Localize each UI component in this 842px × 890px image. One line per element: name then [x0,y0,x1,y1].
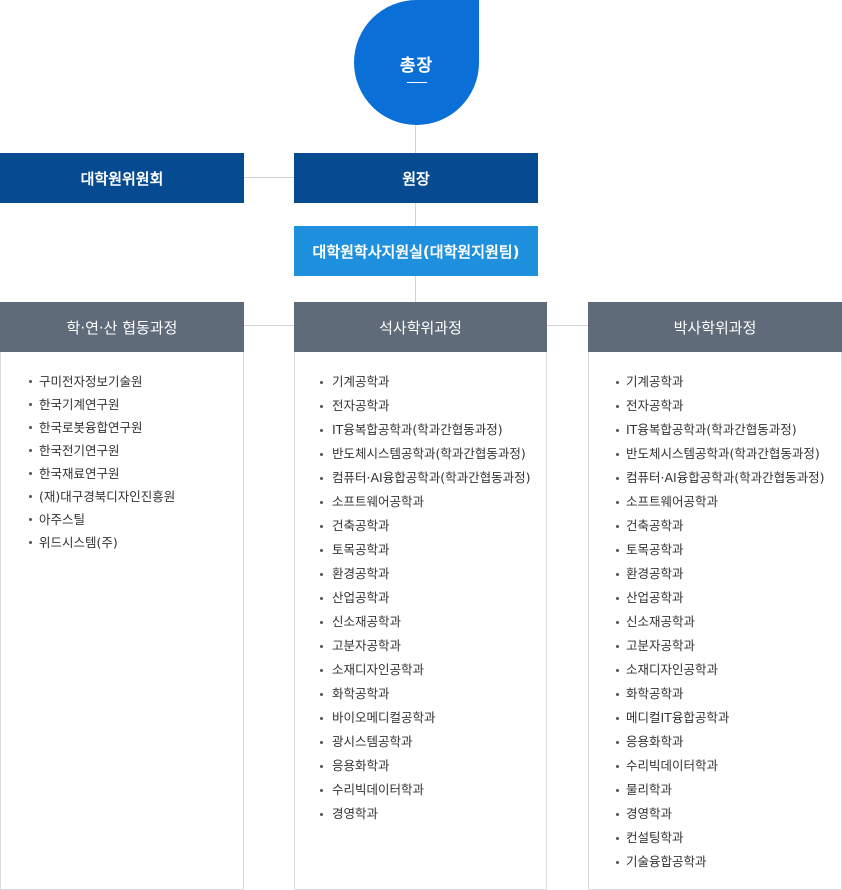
program-list-item[interactable]: 구미전자정보기술원 [1,370,243,393]
program-list-item[interactable]: 경영학과 [295,802,546,826]
program-list-item[interactable]: 컴퓨터·AI융합공학과(학과간협동과정) [589,466,841,490]
president-node[interactable]: 총장 [354,0,479,125]
program-list-item[interactable]: 고분자공학과 [295,634,546,658]
program-list-item[interactable]: IT융복합공학과(학과간협동과정) [589,418,841,442]
program-list-item[interactable]: 화학공학과 [295,682,546,706]
program-list-item[interactable]: 토목공학과 [589,538,841,562]
program-list-item[interactable]: 경영학과 [589,802,841,826]
program-list-item[interactable]: 기술융합공학과 [589,850,841,874]
program-list-item[interactable]: 소재디자인공학과 [589,658,841,682]
program-list-item[interactable]: 응용화학과 [295,754,546,778]
program-list-item[interactable]: 전자공학과 [295,394,546,418]
connector-left [244,325,294,326]
program-list-item[interactable]: 토목공학과 [295,538,546,562]
program-list-item[interactable]: 기계공학과 [589,370,841,394]
committee-box[interactable]: 대학원위원회 [0,153,244,203]
program-list-item[interactable]: (재)대구경북디자인진흥원 [1,485,243,508]
program-list-item[interactable]: 산업공학과 [295,586,546,610]
header-industry-program[interactable]: 학·연·산 협동과정 [0,302,244,352]
program-list-item[interactable]: 환경공학과 [295,562,546,586]
president-title: 총장 [399,55,434,76]
program-list-item[interactable]: 기계공학과 [295,370,546,394]
program-list-item[interactable]: 한국로봇융합연구원 [1,416,243,439]
program-list-item[interactable]: 응용화학과 [589,730,841,754]
program-list-item[interactable]: 반도체시스템공학과(학과간협동과정) [589,442,841,466]
program-list-item[interactable]: 한국재료연구원 [1,462,243,485]
program-list-item[interactable]: 소프트웨어공학과 [589,490,841,514]
connector-office-master [415,276,416,302]
header-master-program[interactable]: 석사학위과정 [294,302,547,352]
program-list-item[interactable]: 컨설팅학과 [589,826,841,850]
header-doctoral-program[interactable]: 박사학위과정 [588,302,842,352]
program-list-item[interactable]: 건축공학과 [295,514,546,538]
program-list-item[interactable]: IT융복합공학과(학과간협동과정) [295,418,546,442]
program-list-item[interactable]: 컴퓨터·AI융합공학과(학과간협동과정) [295,466,546,490]
program-list-item[interactable]: 고분자공학과 [589,634,841,658]
dean-box[interactable]: 원장 [294,153,538,203]
program-list-item[interactable]: 전자공학과 [589,394,841,418]
program-list-item[interactable]: 소프트웨어공학과 [295,490,546,514]
program-list-item[interactable]: 신소재공학과 [295,610,546,634]
program-list-item[interactable]: 반도체시스템공학과(학과간협동과정) [295,442,546,466]
program-list-item[interactable]: 한국전기연구원 [1,439,243,462]
program-list-item[interactable]: 신소재공학과 [589,610,841,634]
program-list-item[interactable]: 위드시스템(주) [1,531,243,554]
program-list-item[interactable]: 환경공학과 [589,562,841,586]
president-underline [406,81,427,83]
program-list-item[interactable]: 아주스틸 [1,508,243,531]
program-list-item[interactable]: 소재디자인공학과 [295,658,546,682]
program-list-item[interactable]: 수리빅데이터학과 [589,754,841,778]
office-box[interactable]: 대학원학사지원실(대학원지원팀) [294,226,538,276]
connector-dean-office [415,203,416,226]
program-list-item[interactable]: 수리빅데이터학과 [295,778,546,802]
program-list-item[interactable]: 메디컬IT융합공학과 [589,706,841,730]
connector-top-vertical [415,125,416,153]
program-list-item[interactable]: 화학공학과 [589,682,841,706]
program-list-item[interactable]: 물리학과 [589,778,841,802]
connector-committee [244,177,294,178]
program-list-item[interactable]: 한국기계연구원 [1,393,243,416]
program-list-item[interactable]: 바이오메디컬공학과 [295,706,546,730]
program-list-item[interactable]: 건축공학과 [589,514,841,538]
program-list-item[interactable]: 광시스템공학과 [295,730,546,754]
program-list-item[interactable]: 산업공학과 [589,586,841,610]
connector-right [547,325,588,326]
